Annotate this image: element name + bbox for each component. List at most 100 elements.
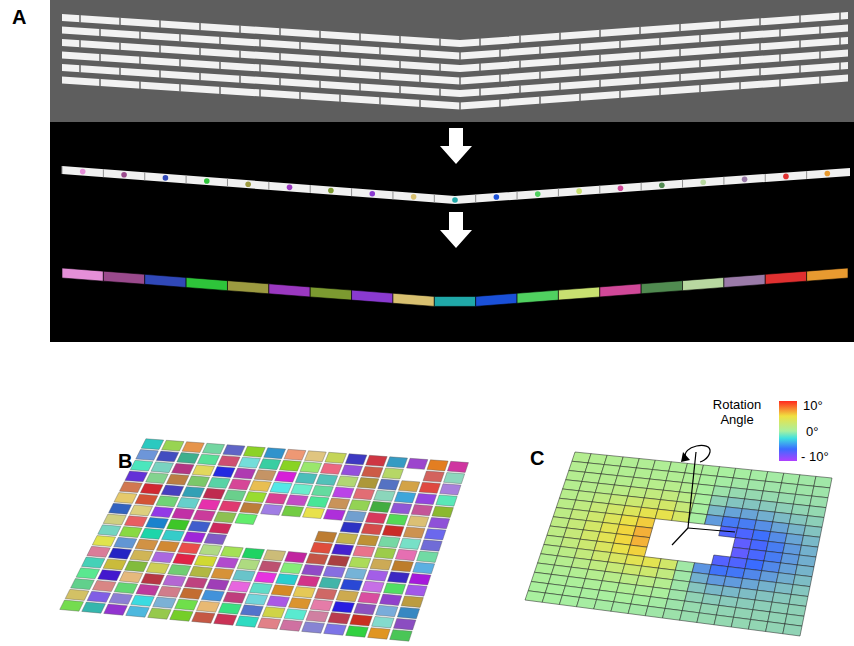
color-bar — [779, 401, 797, 461]
sheet-tile — [366, 455, 387, 466]
segment-gap — [159, 45, 161, 53]
segment-gap — [799, 15, 801, 23]
segment-gap — [499, 74, 501, 82]
sheet-tile — [177, 498, 200, 509]
segment-gap — [119, 67, 121, 75]
sheet-tile — [336, 533, 358, 544]
segment-gap — [639, 52, 641, 60]
sheet-tile — [218, 603, 241, 614]
sheet-tile — [151, 462, 174, 473]
sheet-tile — [130, 460, 153, 471]
sheet-tile — [288, 598, 311, 609]
scale-tick: 10° — [803, 398, 823, 413]
rotation-tile — [810, 496, 828, 508]
ct-image-ground — [50, 0, 854, 122]
segment-gap — [299, 67, 301, 75]
segment-gap — [268, 182, 269, 190]
sheet-tile — [172, 463, 194, 474]
rotation-tile — [747, 480, 765, 491]
sheet-tile — [405, 585, 427, 596]
processing-ground — [50, 122, 854, 342]
sheet-tile — [345, 568, 367, 579]
segment-gap — [299, 92, 301, 100]
rotation-tile — [620, 457, 639, 468]
sheet-tile — [140, 483, 163, 494]
sheet-tile — [315, 531, 337, 542]
segment-gap — [219, 86, 221, 94]
segment-seed — [204, 178, 210, 184]
segment-gap — [319, 55, 321, 63]
segment-gap — [479, 63, 481, 71]
sheet-tile — [161, 485, 184, 496]
sheet-tile — [357, 477, 379, 488]
sheet-tile — [262, 607, 285, 618]
segment-gap — [619, 65, 621, 73]
segment-gap — [641, 183, 642, 191]
sheet-tile — [306, 553, 328, 564]
segment-gap — [579, 93, 581, 101]
sheet-tile — [444, 473, 465, 484]
segment-gap — [819, 26, 821, 34]
sheet-tile — [394, 492, 416, 503]
sheet-tile — [109, 503, 132, 514]
sheet-tile — [265, 493, 287, 504]
scale-tick: - 10° — [801, 449, 829, 464]
sheet-tile — [350, 615, 373, 626]
sheet-tile — [136, 584, 159, 595]
sheet-tile — [162, 440, 184, 451]
segment-seed — [80, 169, 86, 175]
segment-gap — [559, 57, 561, 65]
segment-gap — [739, 82, 741, 90]
axis-label: Rotation Angle — [706, 398, 768, 428]
segment-gap — [679, 49, 681, 57]
rotation-tile — [588, 454, 607, 465]
sheet-tile — [140, 528, 163, 539]
segment-gap — [659, 88, 661, 96]
rotation-tile — [628, 604, 648, 616]
sheet-tile — [353, 489, 375, 500]
rotation-tile — [559, 595, 579, 607]
rotation-tile — [688, 513, 707, 524]
rotation-tile — [733, 468, 751, 479]
sheet-tile — [197, 454, 219, 465]
segment-gap — [599, 186, 600, 194]
segmented-block — [517, 290, 558, 303]
sheet-tile — [126, 606, 150, 617]
sheet-tile — [153, 597, 176, 608]
segment-gap — [144, 172, 145, 180]
segment-gap — [199, 48, 201, 56]
sheet-tile — [258, 618, 281, 629]
rotation-tile — [796, 485, 814, 497]
sheet-tile — [141, 573, 164, 584]
process-arrow — [440, 212, 472, 248]
segment-gap — [351, 188, 352, 196]
segment-gap — [79, 15, 81, 23]
segment-gap — [659, 63, 661, 71]
sheet-tile — [76, 568, 100, 579]
sheet-tile — [209, 523, 232, 534]
sheet-tile — [199, 544, 222, 555]
sheet-tile — [362, 581, 384, 592]
sheet-tile — [108, 548, 131, 559]
sheet-tile — [279, 460, 301, 471]
rotation-tile — [749, 470, 767, 481]
rotation-tile — [655, 509, 674, 520]
sheet-tile — [192, 612, 215, 623]
sheet-tile — [311, 485, 333, 496]
sheet-tile — [397, 607, 419, 618]
sheet-tile — [103, 559, 126, 570]
segment-gap — [699, 60, 701, 68]
sheet-tile — [189, 566, 212, 577]
rotation-tile — [714, 615, 733, 627]
sheet-tile — [401, 596, 423, 607]
sheet-tile — [440, 484, 461, 495]
ct-layer — [62, 25, 848, 60]
sheet-tile — [332, 544, 354, 555]
sheet-tile — [167, 519, 190, 530]
segment-gap — [179, 34, 181, 42]
sheet-tile — [148, 608, 171, 619]
sheet-tile — [415, 493, 436, 504]
sheet-tile — [263, 550, 286, 561]
rotation-tile — [604, 455, 623, 466]
